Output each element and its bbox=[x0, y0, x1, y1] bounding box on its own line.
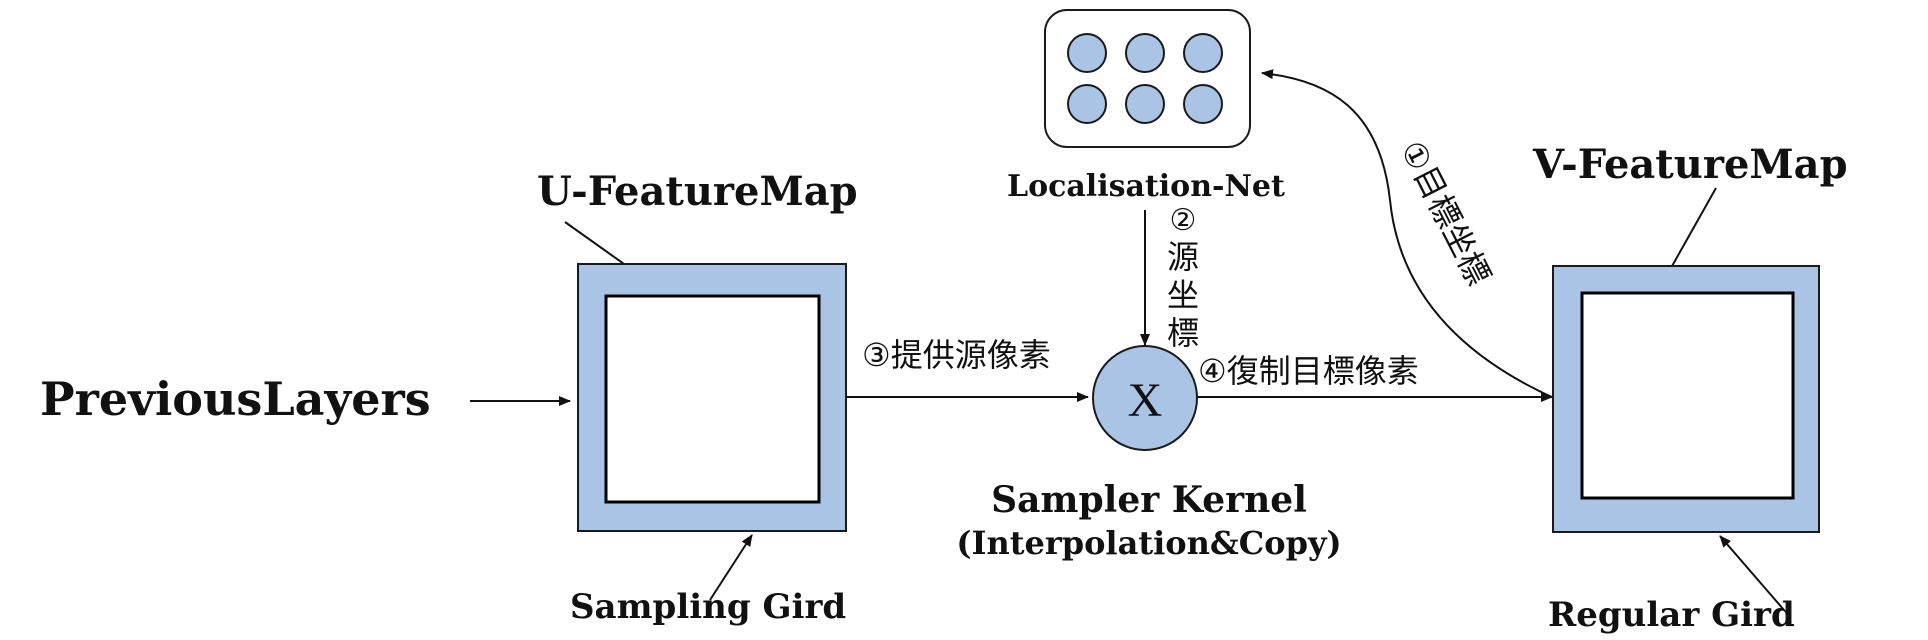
sampling-grid-label: Sampling Gird bbox=[570, 587, 846, 627]
u-feature-map-image bbox=[604, 294, 821, 504]
net-node bbox=[1183, 33, 1223, 73]
net-node bbox=[1183, 84, 1223, 124]
net-node bbox=[1067, 33, 1107, 73]
step3-label: ③提供源像素 bbox=[862, 336, 1051, 374]
arrow-v-to-net bbox=[1261, 69, 1555, 399]
step4-label: ④復制目標像素 bbox=[1198, 352, 1419, 390]
step2-number: ② bbox=[1170, 203, 1197, 238]
previous-layers-label: PreviousLayers bbox=[40, 372, 431, 426]
arrow-regular-grid-pointer bbox=[1719, 535, 1785, 611]
regular-grid-label: Regular Gird bbox=[1548, 595, 1795, 635]
sampler-symbol: X bbox=[1128, 374, 1163, 427]
v-featuremap-label: V-FeatureMap bbox=[1532, 141, 1848, 188]
localisation-net-box bbox=[1044, 9, 1251, 148]
localisation-net-label: Localisation-Net bbox=[1007, 169, 1285, 204]
sampler-kernel-subtitle: (Interpolation&Copy) bbox=[956, 524, 1341, 562]
v-feature-map-image bbox=[1580, 291, 1795, 500]
step2-char-1: 源 bbox=[1167, 238, 1199, 276]
net-node bbox=[1067, 84, 1107, 124]
net-node bbox=[1125, 84, 1165, 124]
step2-char-2: 坐 bbox=[1167, 276, 1199, 314]
arrow-sampling-grid-pointer bbox=[709, 534, 753, 601]
net-node bbox=[1125, 33, 1165, 73]
step2-char-3: 標 bbox=[1167, 314, 1199, 352]
u-featuremap-label: U-FeatureMap bbox=[537, 168, 858, 215]
localisation-net-nodes bbox=[1067, 33, 1223, 124]
sampler-kernel-title: Sampler Kernel bbox=[991, 479, 1307, 521]
